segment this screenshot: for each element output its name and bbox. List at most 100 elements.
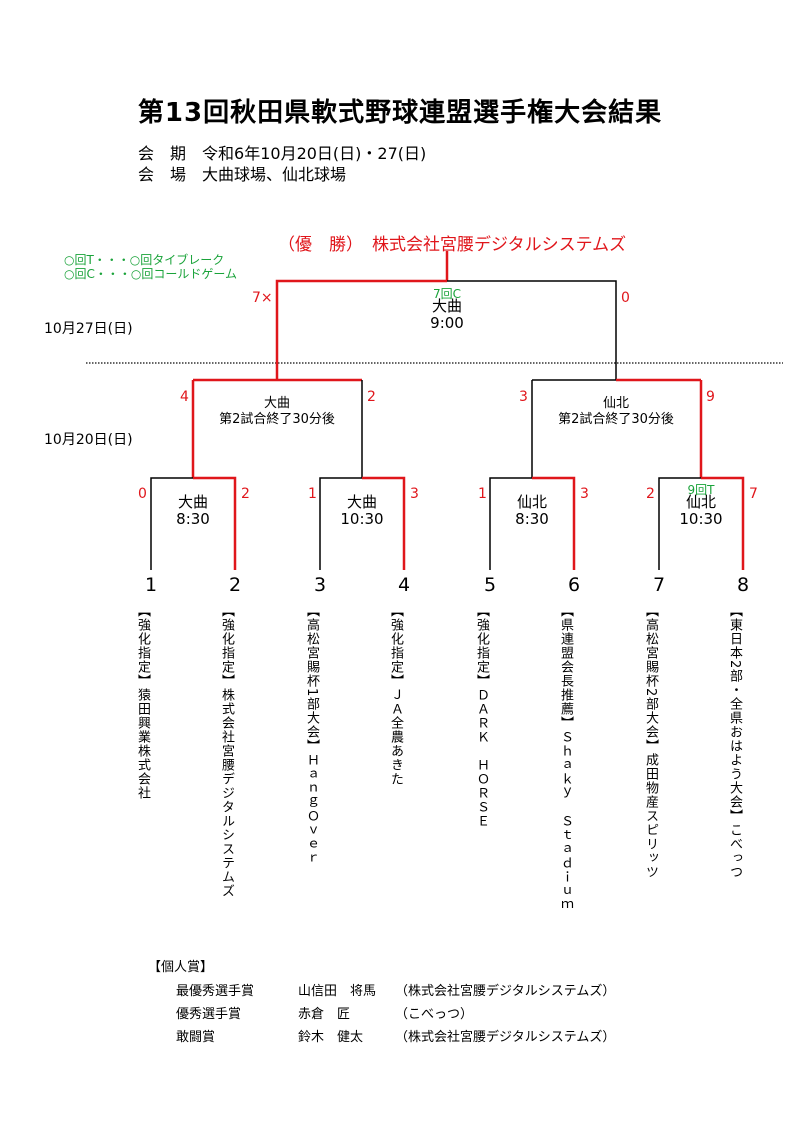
- team-8-qualifier: 【東日本2部・全県おはよう大会】: [727, 604, 742, 824]
- team-number-8: 8: [736, 574, 750, 596]
- team-7-qualifier: 【高松宮賜杯2部大会】: [643, 604, 658, 754]
- team-7: 【高松宮賜杯2部大会】成田物産スピリッツ: [642, 604, 658, 879]
- r1g4-note: 9回T: [687, 483, 715, 497]
- team-number-5: 5: [483, 574, 497, 596]
- sf1-venue: 大曲 第2試合終了30分後: [207, 396, 347, 428]
- document-title: 第13回秋田県軟式野球連盟選手権大会結果: [137, 98, 663, 128]
- r1g2-venue-name: 大曲: [346, 493, 377, 511]
- venue-label: 会 場: [138, 165, 187, 184]
- team-1-qualifier: 【強化指定】: [135, 604, 150, 688]
- r1g1-time: 8:30: [176, 510, 210, 528]
- team-4: 【強化指定】ＪＡ全農あきた: [387, 604, 403, 786]
- date-final: 10月27日(日): [44, 321, 133, 337]
- r1g2-left-line: [319, 477, 362, 570]
- champion-label: （優 勝）: [278, 235, 363, 255]
- legend-tiebreak: ○回T・・・○回タイブレーク: [64, 253, 225, 267]
- venue-row: 会 場 大曲球場、仙北球場: [138, 161, 346, 185]
- r1g1-right-line: [193, 476, 237, 570]
- final-right-line: [447, 280, 617, 380]
- r1g2-score-left: 1: [308, 486, 317, 502]
- team-5: 【強化指定】ＤＡＲＫ ＨＯＲＳＥ: [473, 604, 489, 828]
- award-2-player: 赤倉 匠: [298, 1007, 351, 1022]
- award-1-team: （株式会社宮腰デジタルシステムズ）: [395, 984, 616, 999]
- awards-heading: 【個人賞】: [148, 960, 214, 975]
- r1g1-score-left: 0: [138, 486, 147, 502]
- team-2-name: 株式会社宮腰デジタルシステムズ: [219, 688, 234, 898]
- sf1-score-right: 2: [367, 389, 376, 405]
- r1g4-venue: 仙北 10:30: [671, 494, 731, 528]
- r1g4-score-left: 2: [646, 486, 655, 502]
- team-2: 【強化指定】株式会社宮腰デジタルシステムズ: [218, 604, 234, 898]
- r1g1-score-right: 2: [241, 486, 250, 502]
- period-value: 令和6年10月20日(日)・27(日): [202, 144, 427, 163]
- team-6: 【県連盟会長推薦】Ｓｈａｋｙ Ｓｔａｄｉｕｍ: [557, 604, 573, 912]
- team-4-name: ＪＡ全農あきた: [388, 688, 403, 786]
- final-left-line: [275, 279, 447, 380]
- award-3-team: （株式会社宮腰デジタルシステムズ）: [395, 1030, 616, 1045]
- r1g4-score-right: 7: [749, 486, 758, 502]
- r1g1-venue: 大曲 8:30: [163, 494, 223, 528]
- sf2-score-right: 9: [706, 389, 715, 405]
- team-6-name: Ｓｈａｋｙ Ｓｔａｄｉｕｍ: [558, 730, 573, 912]
- sf1-time: 第2試合終了30分後: [219, 412, 335, 427]
- r1g4-right-line: [701, 476, 745, 570]
- r1g3-venue-name: 仙北: [516, 493, 547, 511]
- period-label: 会 期: [138, 144, 187, 163]
- team-1-name: 猿田興業株式会社: [135, 688, 150, 800]
- r1g1-left-line: [150, 477, 193, 570]
- team-7-name: 成田物産スピリッツ: [643, 753, 658, 880]
- r1g3-score-left: 1: [478, 486, 487, 502]
- venue-value: 大曲球場、仙北球場: [202, 165, 347, 184]
- team-8: 【東日本2部・全県おはよう大会】こべっつ: [726, 604, 742, 879]
- team-6-qualifier: 【県連盟会長推薦】: [558, 604, 573, 730]
- sf2-venue: 仙北 第2試合終了30分後: [546, 396, 686, 428]
- sf1-venue-name: 大曲: [263, 396, 290, 411]
- r1g3-time: 8:30: [515, 510, 549, 528]
- r1g3-score-right: 3: [580, 486, 589, 502]
- final-venue-name: 大曲: [431, 297, 462, 315]
- award-1-title: 最優秀選手賞: [176, 984, 255, 999]
- legend: ○回T・・・○回タイブレーク ○回C・・・○回コールドゲーム: [64, 253, 237, 281]
- team-3-name: ＨａｎｇＯｖｅｒ: [304, 753, 319, 866]
- team-number-6: 6: [567, 574, 581, 596]
- team-5-name: ＤＡＲＫ ＨＯＲＳＥ: [474, 688, 489, 828]
- sf1-score-left: 4: [180, 389, 189, 405]
- award-3-player: 鈴木 健太: [298, 1030, 364, 1045]
- r1g2-venue: 大曲 10:30: [332, 494, 392, 528]
- sf2-time: 第2試合終了30分後: [558, 412, 674, 427]
- r1g3-right-line: [532, 476, 576, 570]
- r1g3-left-line: [489, 477, 532, 570]
- r1g2-score-right: 3: [410, 486, 419, 502]
- r1g3-venue: 仙北 8:30: [502, 494, 562, 528]
- team-number-1: 1: [144, 574, 158, 596]
- team-number-4: 4: [397, 574, 411, 596]
- award-2-title: 優秀選手賞: [176, 1007, 242, 1022]
- sf2-venue-name: 仙北: [602, 396, 629, 411]
- final-note: 7回C: [432, 287, 461, 301]
- r1g4-left-line: [658, 477, 701, 570]
- team-number-2: 2: [228, 574, 242, 596]
- team-3: 【高松宮賜杯1部大会】ＨａｎｇＯｖｅｒ: [303, 604, 319, 865]
- team-1: 【強化指定】猿田興業株式会社: [134, 604, 150, 800]
- date-first: 10月20日(日): [44, 432, 133, 448]
- team-3-qualifier: 【高松宮賜杯1部大会】: [304, 604, 319, 754]
- award-1-player: 山信田 将馬: [298, 984, 377, 999]
- award-2-team: （こべっつ）: [395, 1007, 474, 1022]
- period-row: 会 期 令和6年10月20日(日)・27(日): [138, 140, 426, 164]
- final-time: 9:00: [430, 314, 464, 332]
- final-venue: 大曲 9:00: [407, 298, 487, 332]
- sf2-score-left: 3: [519, 389, 528, 405]
- champion-name: 株式会社宮腰デジタルシステムズ: [372, 235, 627, 255]
- team-8-name: こべっつ: [727, 823, 742, 880]
- team-4-qualifier: 【強化指定】: [388, 604, 403, 688]
- final-score-left: 7×: [252, 290, 273, 306]
- r1g4-venue-name: 仙北: [685, 493, 716, 511]
- award-3-title: 敢闘賞: [176, 1030, 216, 1045]
- team-number-7: 7: [652, 574, 666, 596]
- team-number-3: 3: [313, 574, 327, 596]
- r1g2-right-line: [362, 476, 406, 570]
- legend-called-game: ○回C・・・○回コールドゲーム: [64, 267, 237, 281]
- r1g2-time: 10:30: [340, 510, 384, 528]
- r1g1-venue-name: 大曲: [177, 493, 208, 511]
